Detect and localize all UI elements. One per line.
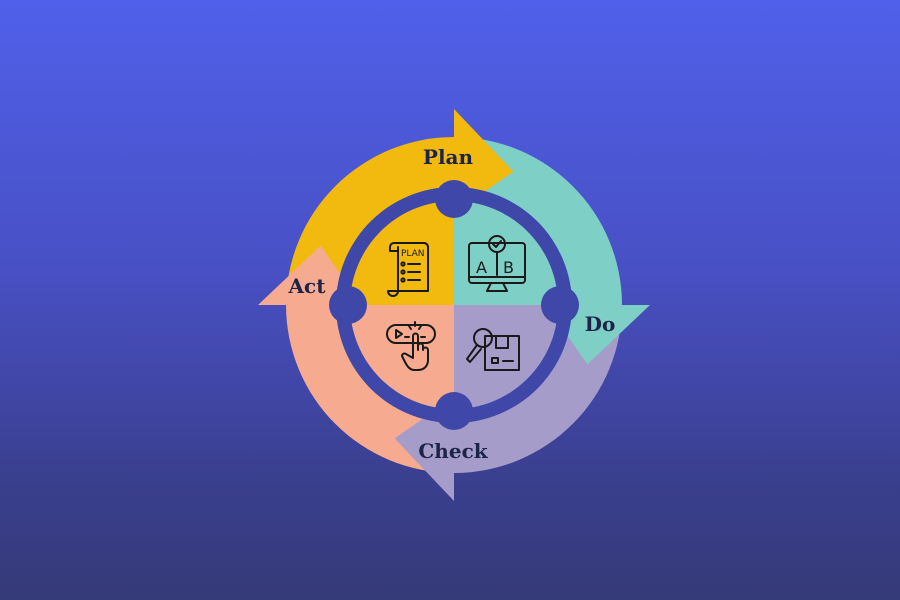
inner-quadrant-check [454,305,558,409]
arrowhead-act [258,245,362,305]
plan-icon-text: PLAN [401,249,425,259]
ab-icon-text-a: A [476,258,487,277]
click-button-icon [386,321,436,371]
inner-notch [329,286,367,324]
stage-label-plan: Plan [423,145,474,169]
arrowhead-do [546,305,650,365]
ab-test-monitor-icon: A B [468,235,526,292]
inner-notch [435,180,473,218]
plan-document-icon: PLAN [387,242,429,297]
inner-quadrant-do [454,201,558,305]
stage-label-check: Check [418,439,488,463]
inner-notch [541,286,579,324]
inner-notch [435,392,473,430]
arrowhead-plan [454,109,514,213]
arrowhead-check [394,397,454,501]
stage-label-do: Do [585,312,616,336]
ab-icon-text-b: B [503,258,514,277]
stage-label-act: Act [288,274,327,298]
inspect-box-icon [466,328,520,371]
cycle-arrowheads [258,109,650,501]
